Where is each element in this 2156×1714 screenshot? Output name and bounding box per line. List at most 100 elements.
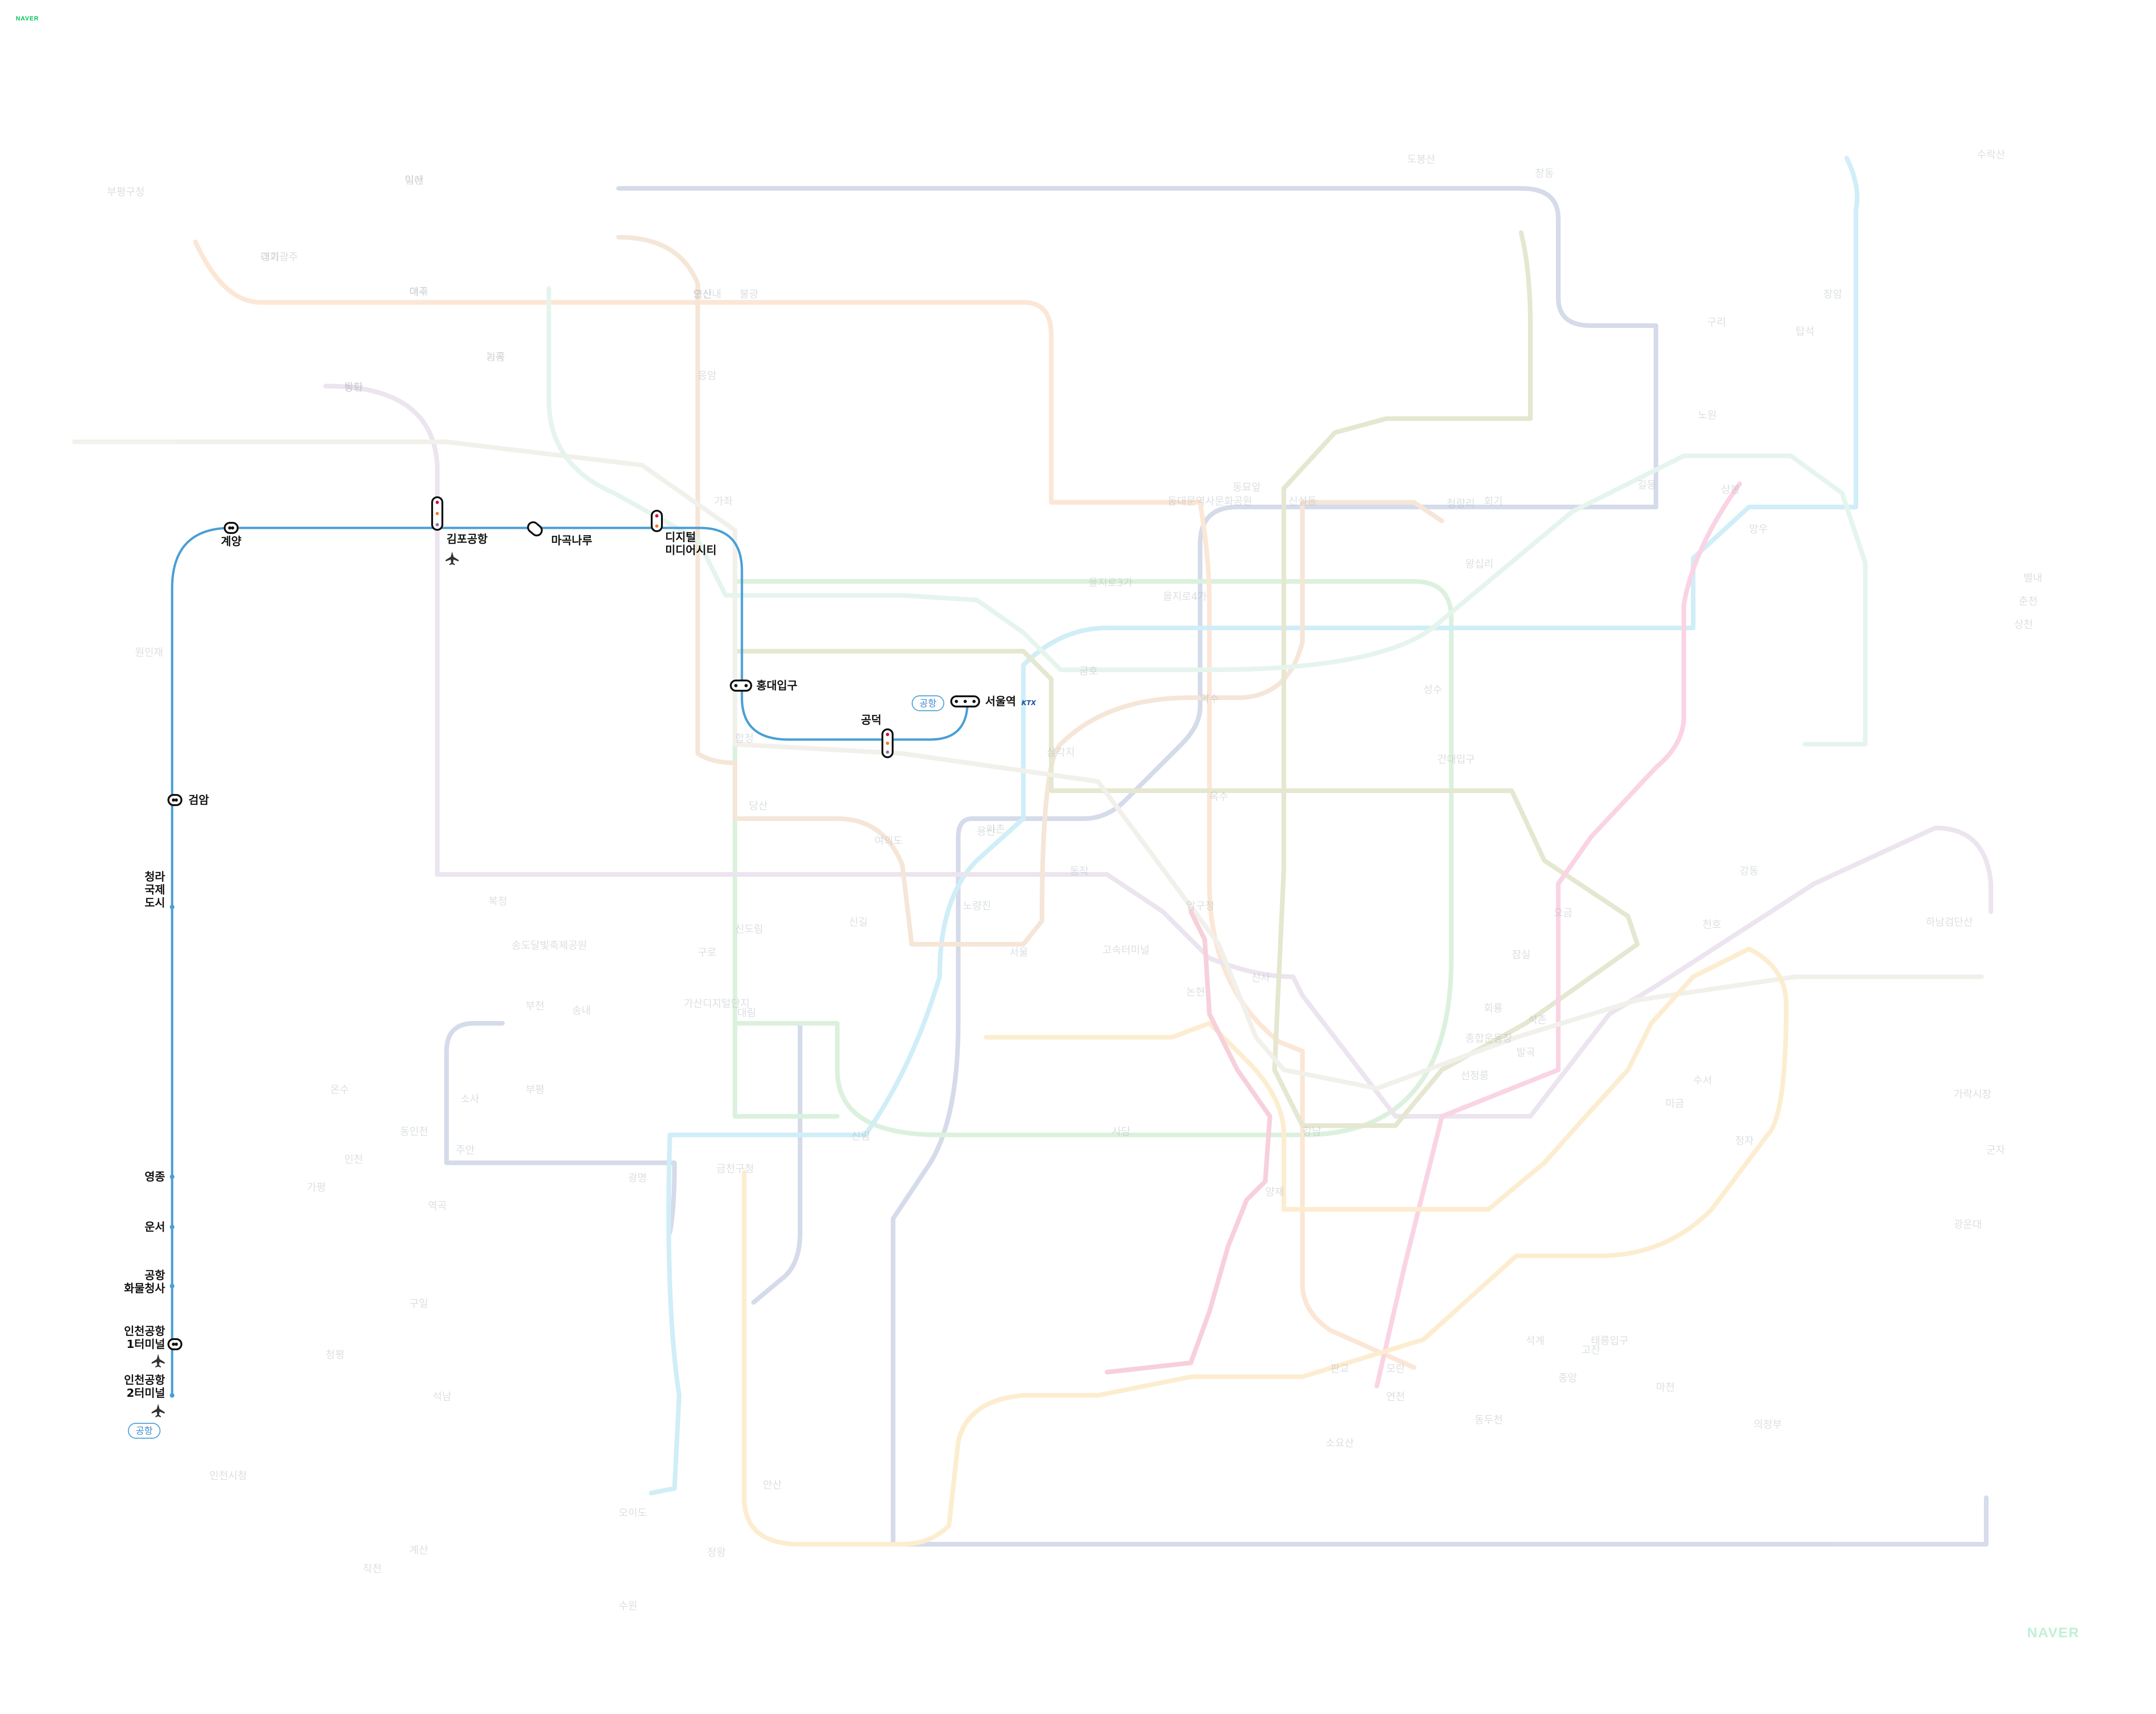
faded-station-label: 별내 — [2023, 573, 2042, 584]
faded-station-label: 고속터미널 — [1102, 945, 1149, 956]
faded-station-label: 신길 — [849, 917, 868, 928]
airport-line-tag-seoul: 공항 — [912, 695, 944, 711]
faded-station-label: 선정릉 — [1461, 1070, 1489, 1082]
station-label-gimpo: 김포공항 — [447, 533, 487, 546]
faded-station-label: 노원 — [1698, 410, 1716, 421]
faded-station-label: 대화 — [260, 252, 279, 263]
station-node-seoul[interactable] — [950, 695, 980, 707]
faded-station-label: 여주 — [409, 287, 428, 298]
faded-station-label: 발곡 — [1516, 1047, 1535, 1059]
faded-station-label: 중앙 — [1558, 1373, 1577, 1384]
faded-station-label: 길동 — [1637, 480, 1656, 491]
faded-station-label: 연천 — [1386, 1391, 1405, 1403]
faded-line-line6 — [616, 235, 1444, 947]
station-node-t1[interactable] — [167, 1338, 182, 1350]
faded-station-label: 합정 — [735, 733, 754, 745]
faded-station-label: 신설동 — [1288, 496, 1317, 507]
faded-station-label: 부평 — [526, 1084, 544, 1096]
faded-station-label: 석계 — [1526, 1335, 1544, 1347]
bottom-brand-logo: NAVER — [2027, 1625, 2080, 1641]
faded-station-label: 장암 — [1823, 289, 1842, 300]
faded-station-label: 당산 — [749, 800, 768, 812]
faded-station-label: 정자 — [1735, 1135, 1754, 1147]
faded-station-label: 수서 — [1693, 1075, 1712, 1087]
svg-text:공항: 공항 — [920, 698, 937, 709]
faded-subway-lines — [72, 156, 1993, 1547]
airplane-icon — [446, 552, 459, 565]
faded-line-line9 — [72, 440, 1984, 1091]
faded-station-label: 금천구청 — [716, 1163, 754, 1175]
faded-station-label: 능곡 — [486, 352, 505, 363]
faded-station-label: 불광 — [740, 289, 758, 300]
faded-station-label: 옥수 — [1209, 791, 1228, 803]
faded-station-label: 신사 — [1251, 973, 1270, 984]
faded-station-label: 광운대 — [1954, 1219, 1982, 1231]
station-node-gongdeok[interactable] — [881, 728, 894, 758]
faded-station-label: 삼각지 — [1047, 747, 1075, 759]
station-node-geomam[interactable] — [167, 794, 182, 806]
faded-station-label: 일산 — [405, 175, 423, 187]
faded-station-label: 고잔 — [1582, 1345, 1600, 1356]
station-node-gyeyang[interactable] — [224, 522, 239, 534]
faded-station-label: 군자 — [1986, 1145, 2005, 1156]
faded-station-label: 동작 — [1070, 866, 1088, 877]
faded-station-label: 을지로3가 — [1088, 577, 1133, 589]
faded-station-label: 오산 — [693, 289, 712, 300]
faded-station-label: 상천 — [2014, 619, 2033, 631]
faded-station-label: 석촌 — [1528, 1014, 1547, 1026]
faded-station-label: 정왕 — [707, 1547, 726, 1559]
faded-station-label: 노량진 — [963, 900, 991, 912]
faded-station-label: 판교 — [1330, 1363, 1349, 1375]
station-node-magok[interactable] — [526, 520, 544, 537]
faded-station-label: 대곡 — [409, 287, 428, 298]
station-node-cargo[interactable] — [170, 1284, 174, 1288]
faded-line-suin-bundang — [742, 947, 1789, 1547]
faded-line-sinbundang — [1105, 909, 1272, 1374]
airport-railroad-line — [171, 527, 969, 1395]
faded-station-label: 탑석 — [1796, 326, 1814, 338]
station-node-gimpo[interactable] — [431, 496, 443, 531]
faded-station-label: 왕십리 — [1465, 559, 1494, 570]
faded-station-label: 의정부 — [1754, 1419, 1782, 1431]
faded-station-label: 복정 — [488, 896, 507, 907]
station-node-yeongjong[interactable] — [170, 1174, 174, 1179]
faded-station-label: 수락산 — [1977, 149, 2005, 161]
faded-station-label: 도봉산 — [1407, 154, 1435, 166]
faded-station-label: 작전 — [363, 1563, 381, 1575]
ktx-mark: KTX — [1021, 700, 1036, 707]
faded-station-label: 주안 — [456, 1145, 474, 1156]
faded-station-label: 이촌 — [986, 824, 1005, 835]
faded-station-label: 망우 — [1749, 524, 1768, 535]
station-label-geomam: 검암 — [188, 794, 209, 807]
faded-station-label: 성수 — [1423, 684, 1442, 696]
faded-station-label: 약수 — [1200, 694, 1219, 705]
faded-station-label: 오이도 — [619, 1507, 647, 1519]
top-brand-logo: NAVER — [16, 15, 39, 22]
station-node-cheongna[interactable] — [170, 905, 174, 909]
faded-station-label: 청평 — [326, 1349, 344, 1361]
station-node-unseo[interactable] — [170, 1225, 174, 1229]
station-node-t2[interactable] — [170, 1393, 174, 1398]
faded-station-label: 인천 — [344, 1154, 363, 1166]
faded-station-label: 을지로4가 — [1163, 591, 1207, 603]
svg-text:공항: 공항 — [136, 1425, 153, 1436]
faded-station-label: 신림 — [851, 1131, 870, 1142]
station-node-dmc[interactable] — [651, 510, 663, 532]
faded-station-label: 가좌 — [714, 496, 733, 507]
faded-station-label: 온수 — [330, 1084, 349, 1096]
faded-station-label: 양재 — [1265, 1187, 1284, 1198]
faded-station-label: 신도림 — [735, 924, 763, 935]
faded-station-label: 압구정 — [1186, 900, 1215, 912]
faded-station-label: 송도달빛축제공원 — [512, 940, 587, 952]
faded-station-label: 마천 — [1656, 1382, 1675, 1394]
faded-station-label: 인천시청 — [209, 1470, 247, 1482]
faded-station-label: 기흥 — [486, 352, 505, 363]
station-node-hongik[interactable] — [730, 680, 752, 692]
faded-station-label: 연신내 — [693, 289, 721, 300]
station-label-hongik: 홍대입구 — [756, 679, 797, 692]
faded-station-label: 동대문역사문화공원 — [1168, 496, 1252, 507]
